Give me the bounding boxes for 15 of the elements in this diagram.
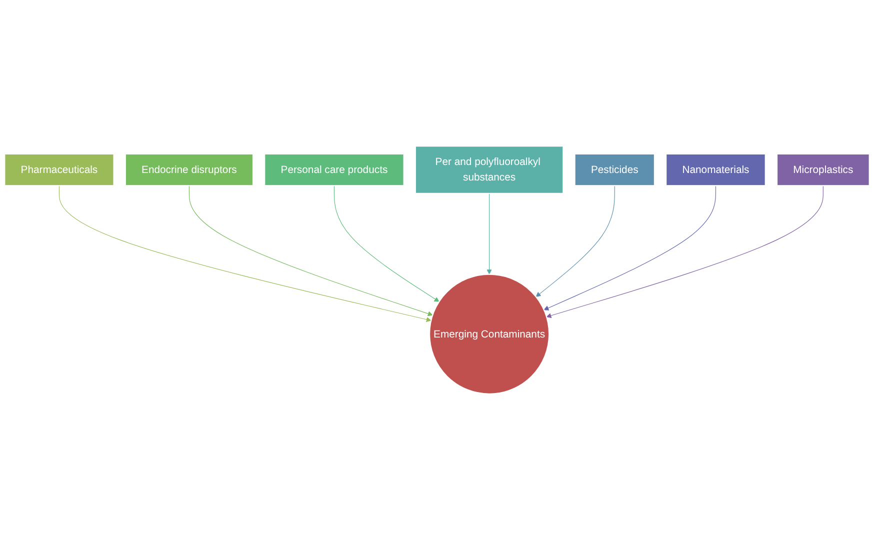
node-box: Nanomaterials (665, 153, 766, 186)
arrow (188, 185, 433, 316)
node-box: Microplastics (776, 153, 870, 186)
node-box: Per and polyfluoroalkyl substances (414, 146, 564, 194)
arrow (536, 185, 615, 297)
arrow (544, 185, 716, 310)
arrow (546, 185, 824, 318)
node-box: Pharmaceuticals (4, 153, 114, 186)
arrow (334, 185, 440, 302)
arrow (486, 193, 492, 275)
node-box: Endocrine disruptors (124, 153, 254, 186)
node-box: Personal care products (264, 153, 404, 186)
node-circle: Emerging Contaminants (428, 274, 550, 394)
arrow (58, 185, 432, 322)
node-box: Pesticides (574, 153, 656, 186)
